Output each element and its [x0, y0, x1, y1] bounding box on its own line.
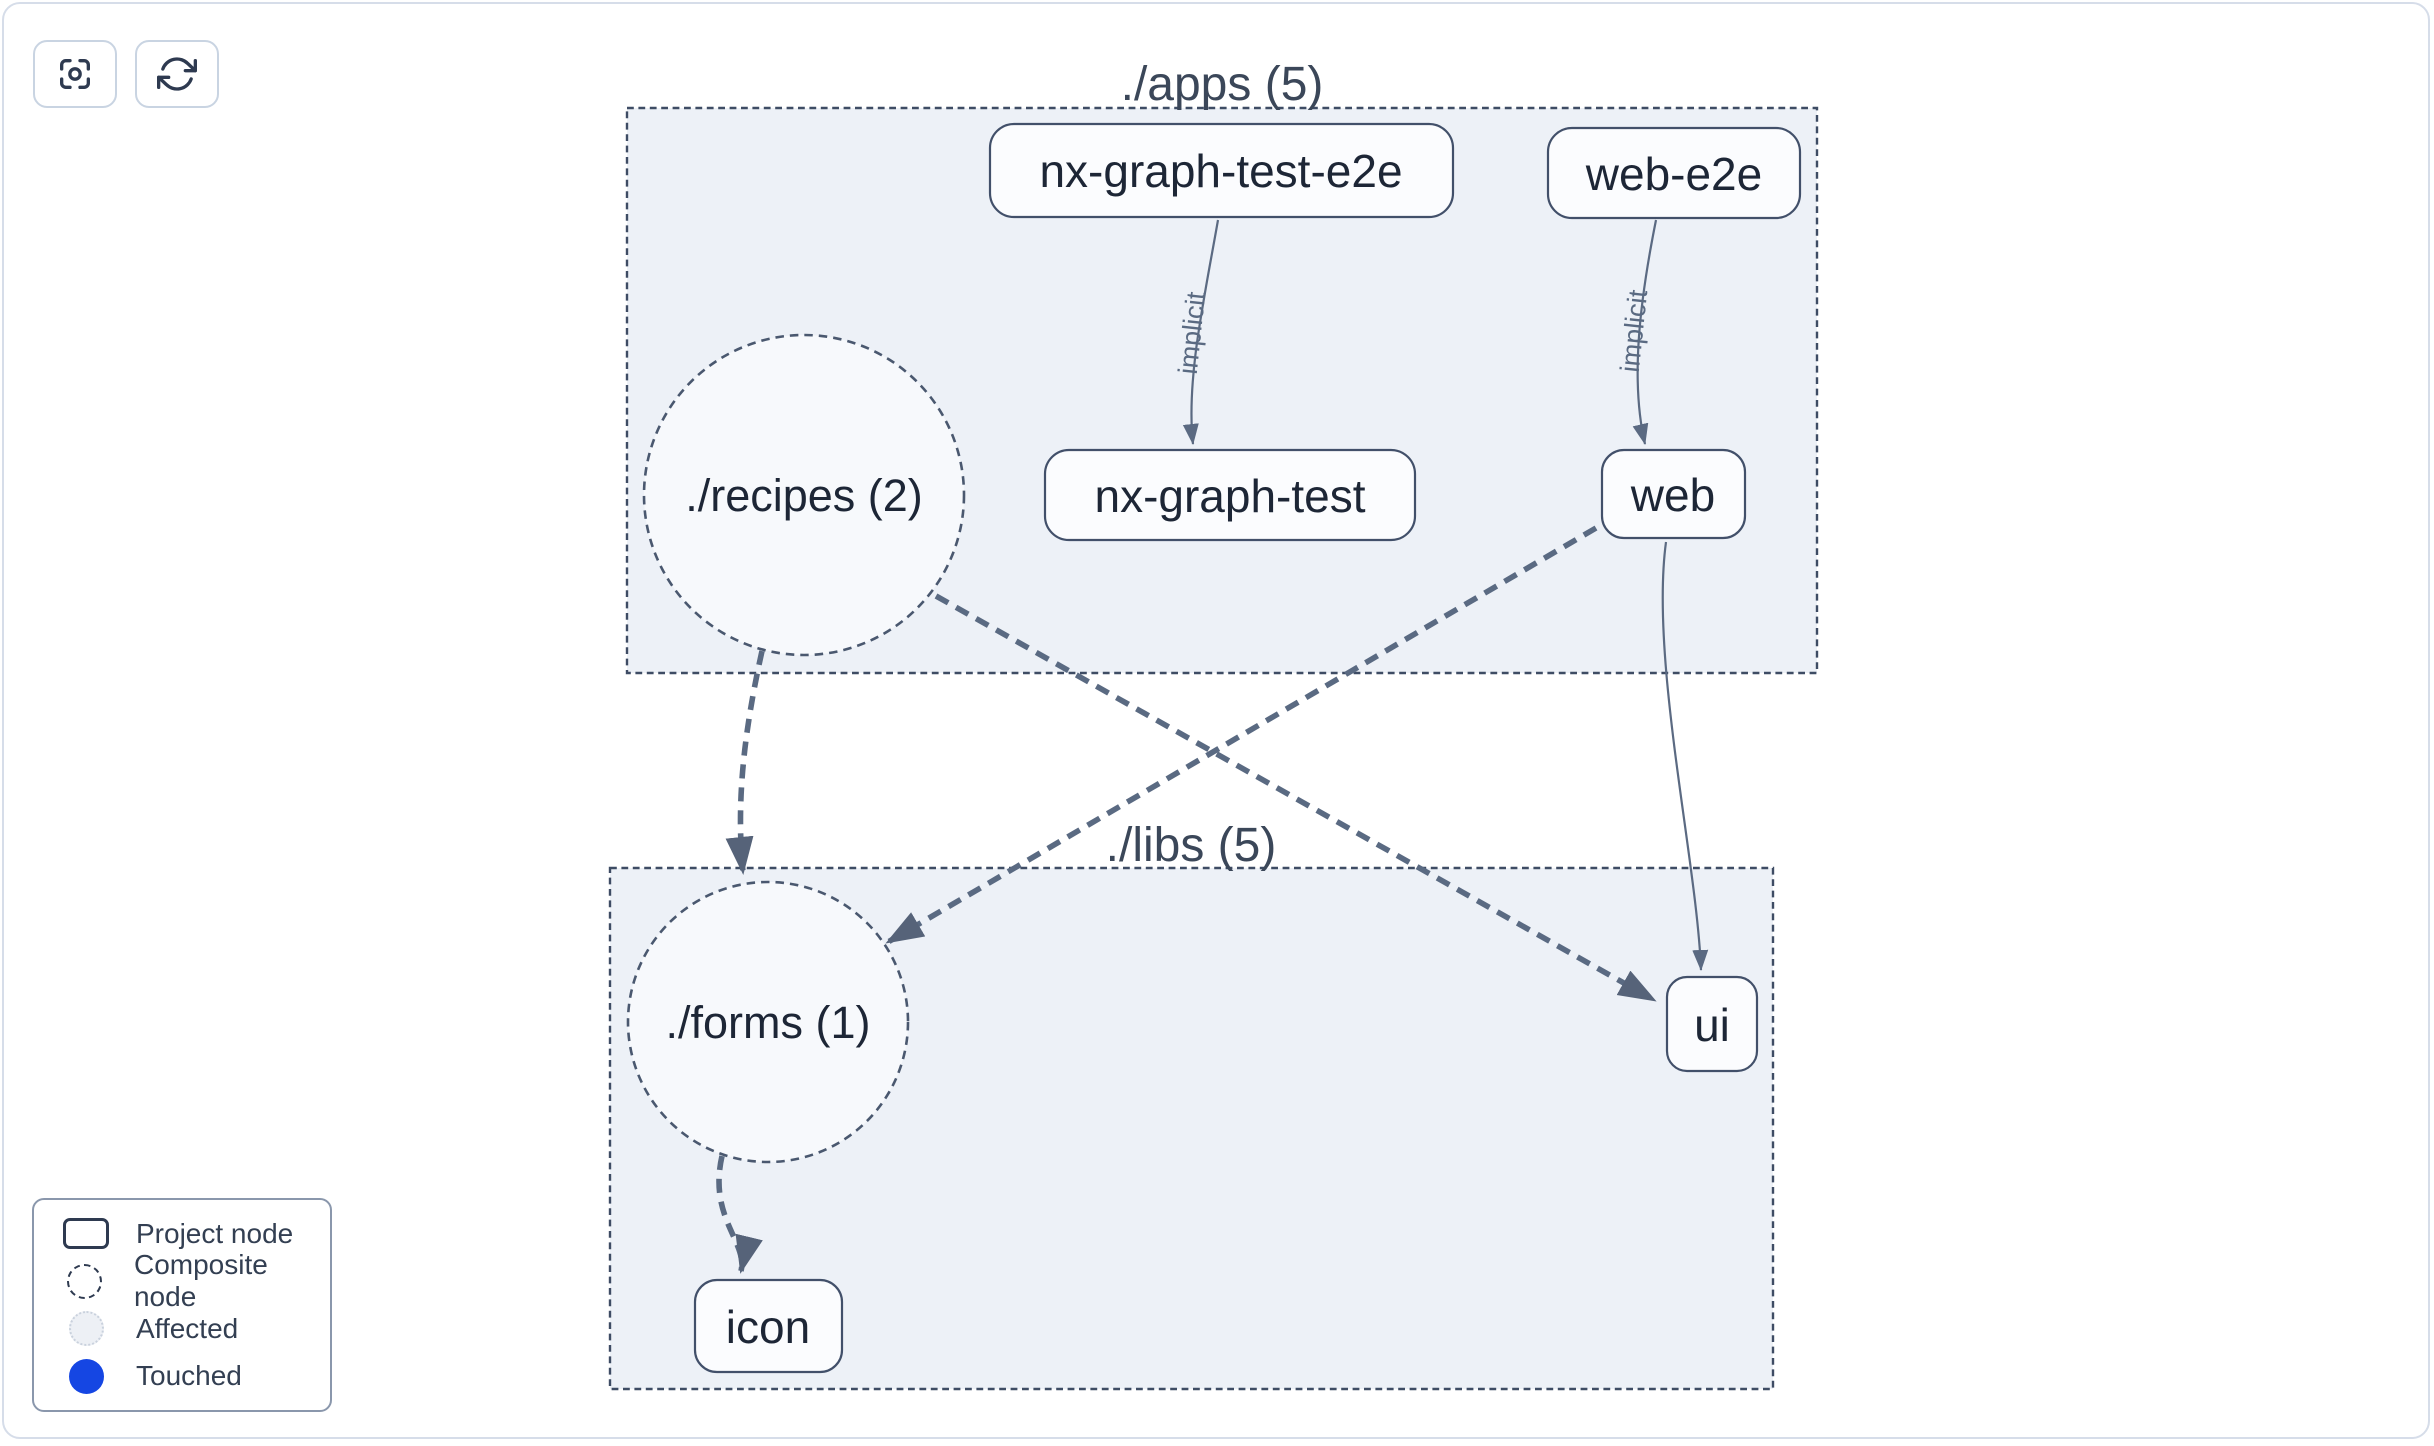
legend-label: Project node [136, 1217, 294, 1249]
node-nx-graph-test-label: nx-graph-test [1094, 470, 1365, 522]
group-libs-title: ./libs (5) [1106, 819, 1277, 872]
node-nx-graph-test[interactable]: nx-graph-test [1043, 448, 1417, 542]
node-nx-graph-test-e2e[interactable]: nx-graph-test-e2e [988, 122, 1455, 219]
legend-item-touched: Touched [60, 1354, 330, 1398]
node-web-e2e[interactable]: web-e2e [1546, 126, 1802, 220]
legend-label: Composite node [133, 1249, 268, 1313]
toolbar [33, 40, 219, 108]
edge-recipes-to-forms [725, 650, 765, 875]
center-graph-button[interactable] [33, 40, 117, 108]
group-apps-title: ./apps (5) [1121, 58, 1324, 111]
legend-label: Affected [136, 1312, 239, 1344]
edge-web-to-ui [1661, 541, 1709, 971]
legend-item-composite-node: Composite node [60, 1249, 330, 1312]
node-icon[interactable]: icon [693, 1278, 844, 1374]
composite-node-circle[interactable] [626, 880, 910, 1164]
node-icon-label: icon [726, 1301, 810, 1353]
refresh-button[interactable] [135, 40, 219, 108]
focus-center-icon [60, 59, 91, 90]
composite-node-circle[interactable] [642, 333, 966, 657]
legend-item-affected: Affected [60, 1307, 330, 1351]
node-web[interactable]: web [1600, 448, 1747, 540]
node-ui[interactable]: ui [1665, 975, 1759, 1073]
node-web-label: web [1630, 469, 1715, 521]
edge-forms-to-icon [716, 1155, 763, 1274]
node-recipes[interactable]: ./recipes (2) [642, 333, 966, 657]
node-nx-graph-test-e2e-label: nx-graph-test-e2e [1039, 145, 1402, 197]
affected-swatch [68, 1311, 104, 1347]
project-node-swatch [63, 1218, 109, 1250]
node-recipes-label: ./recipes (2) [685, 470, 923, 521]
composite-node-swatch [67, 1263, 103, 1299]
edge-nx-graph-test-e2e-to-nx-graph-test [1182, 219, 1220, 445]
edge-web-e2e-to-web [1632, 219, 1658, 445]
touched-swatch [68, 1358, 104, 1394]
node-forms-label: ./forms (1) [665, 997, 870, 1048]
node-forms[interactable]: ./forms (1) [626, 880, 910, 1164]
legend-item-project-node: Project node [60, 1212, 330, 1256]
refresh-icon [157, 57, 197, 91]
legend: Project node Composite node Affected Tou… [32, 1198, 332, 1412]
node-ui-label: ui [1694, 999, 1730, 1051]
node-web-e2e-label: web-e2e [1585, 148, 1762, 200]
legend-label: Touched [136, 1360, 242, 1392]
